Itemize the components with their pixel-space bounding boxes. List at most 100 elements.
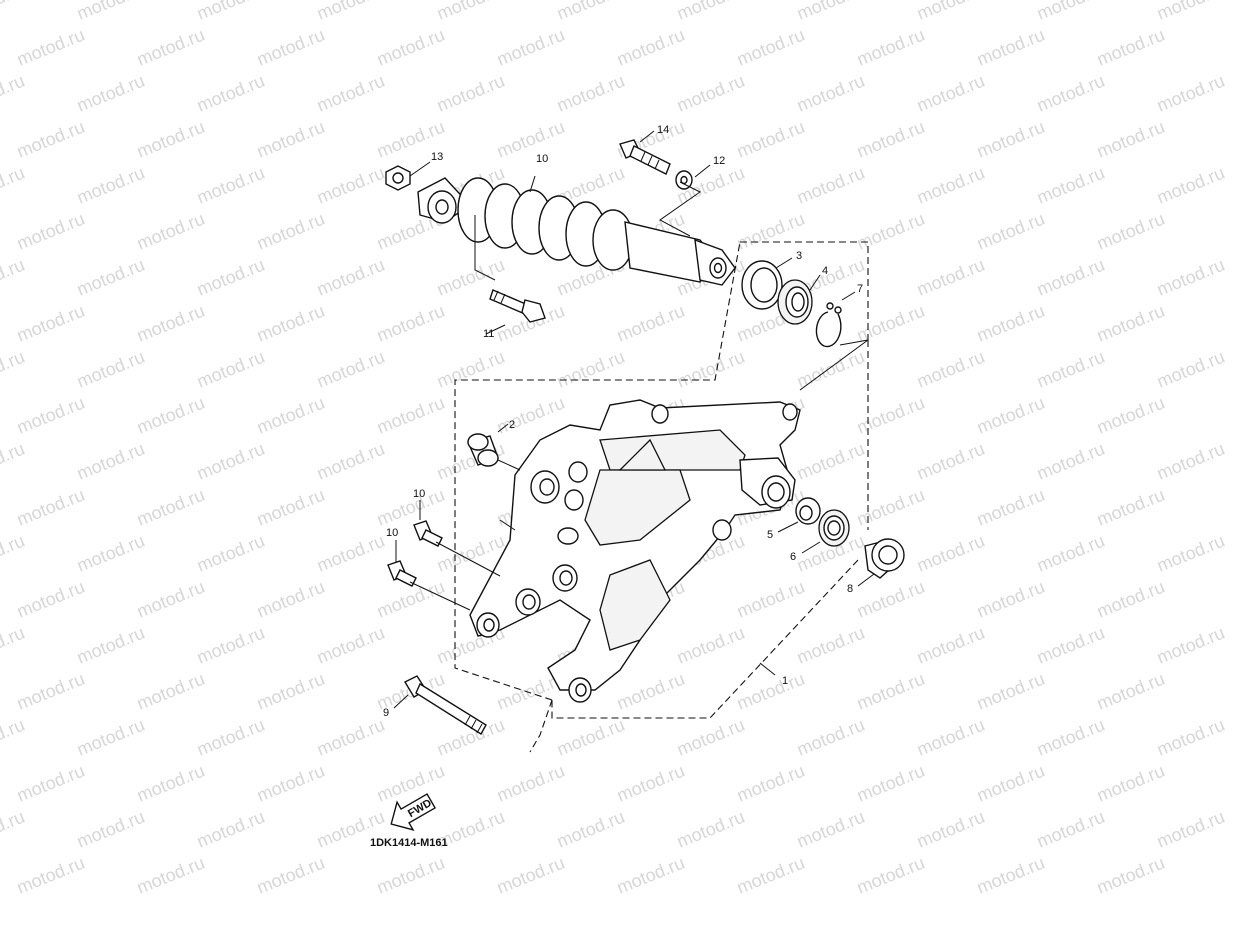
watermark-text: motod.ru (554, 807, 627, 852)
watermark-text: motod.ru (974, 117, 1047, 162)
bolt-10-lower (387, 560, 417, 587)
bolt-10-upper (413, 520, 443, 547)
watermark-text: motod.ru (974, 301, 1047, 346)
watermark-text: motod.ru (914, 715, 987, 760)
watermark-text: motod.ru (554, 715, 627, 760)
callout-10-upper: 10 (413, 488, 425, 500)
watermark-text: motod.ru (974, 25, 1047, 70)
watermark-text: motod.ru (554, 71, 627, 116)
callout-15: 14 (657, 124, 669, 136)
watermark-text: motod.ru (794, 807, 867, 852)
watermark-text: motod.ru (1034, 0, 1107, 24)
watermark-text: motod.ru (1154, 439, 1227, 484)
watermark-text: motod.ru (194, 439, 267, 484)
watermark-text: motod.ru (1034, 715, 1107, 760)
watermark-text: motod.ru (314, 255, 387, 300)
watermark-text: motod.ru (794, 0, 867, 24)
watermark-text: motod.ru (674, 347, 747, 392)
watermark-text: motod.ru (674, 71, 747, 116)
watermark-text: motod.ru (1094, 209, 1167, 254)
watermark-text: motod.ru (794, 71, 867, 116)
watermark-text: motod.ru (0, 439, 27, 484)
watermark-text: motod.ru (1094, 669, 1167, 714)
watermark-text: motod.ru (134, 669, 207, 714)
watermark-text: motod.ru (1034, 71, 1107, 116)
watermark-text: motod.ru (1034, 439, 1107, 484)
watermark-text: motod.ru (854, 761, 927, 806)
watermark-text: motod.ru (0, 0, 27, 24)
watermark-text: motod.ru (854, 577, 927, 622)
watermark-text: motod.ru (1154, 71, 1227, 116)
watermark-text: motod.ru (314, 439, 387, 484)
watermark-text: motod.ru (1094, 761, 1167, 806)
bearing-6 (818, 509, 850, 547)
watermark-text: motod.ru (0, 623, 27, 668)
watermark-text: motod.ru (914, 255, 987, 300)
watermark-text: motod.ru (974, 761, 1047, 806)
watermark-text: motod.ru (614, 761, 687, 806)
watermark-text: motod.ru (434, 71, 507, 116)
watermark-text: motod.ru (254, 209, 327, 254)
watermark-text: motod.ru (14, 853, 87, 898)
watermark-text: motod.ru (734, 25, 807, 70)
watermark-text: motod.ru (854, 301, 927, 346)
watermark-text: motod.ru (1154, 531, 1227, 576)
watermark-text: motod.ru (14, 761, 87, 806)
watermark-text: motod.ru (1034, 623, 1107, 668)
watermark-text: motod.ru (134, 117, 207, 162)
watermark-text: motod.ru (914, 0, 987, 24)
collar-8 (864, 538, 905, 579)
watermark-text: motod.ru (494, 761, 567, 806)
watermark-text: motod.ru (254, 25, 327, 70)
watermark-text: motod.ru (74, 163, 147, 208)
callout-10-lower: 10 (386, 527, 398, 539)
watermark-text: motod.ru (974, 577, 1047, 622)
watermark-text: motod.ru (194, 71, 267, 116)
watermark-text: motod.ru (134, 577, 207, 622)
watermark-text: motod.ru (434, 0, 507, 24)
watermark-text: motod.ru (374, 301, 447, 346)
watermark-text: motod.ru (14, 393, 87, 438)
watermark-text: motod.ru (14, 669, 87, 714)
watermark-text: motod.ru (1094, 301, 1167, 346)
watermark-text: motod.ru (554, 0, 627, 24)
watermark-text: motod.ru (74, 347, 147, 392)
watermark-text: motod.ru (854, 485, 927, 530)
watermark-text: motod.ru (974, 393, 1047, 438)
watermark-text: motod.ru (914, 439, 987, 484)
watermark-text: motod.ru (734, 853, 807, 898)
watermark-text: motod.ru (74, 0, 147, 24)
collar-5 (795, 497, 821, 525)
watermark-text: motod.ru (674, 715, 747, 760)
watermark-text: motod.ru (0, 715, 27, 760)
watermark-text: motod.ru (1034, 163, 1107, 208)
watermark-text: motod.ru (74, 623, 147, 668)
watermark-text: motod.ru (74, 807, 147, 852)
watermark-text: motod.ru (1034, 255, 1107, 300)
callout-14: 13 (431, 151, 443, 163)
watermark-text: motod.ru (134, 761, 207, 806)
watermark-text: motod.ru (1094, 577, 1167, 622)
watermark-text: motod.ru (74, 255, 147, 300)
watermark-text: motod.ru (914, 807, 987, 852)
watermark-text: motod.ru (254, 761, 327, 806)
watermark-text: motod.ru (734, 577, 807, 622)
watermark-text: motod.ru (74, 715, 147, 760)
watermark-text: motod.ru (974, 209, 1047, 254)
watermark-text: motod.ru (0, 807, 27, 852)
washer-13 (675, 170, 693, 190)
callout-8: 8 (847, 583, 853, 595)
circlip-7 (815, 302, 842, 348)
watermark-text: motod.ru (794, 623, 867, 668)
watermark-text: motod.ru (194, 807, 267, 852)
watermark-text: motod.ru (0, 347, 27, 392)
bearing-4 (777, 279, 813, 325)
watermark-text: motod.ru (254, 393, 327, 438)
watermark-text: motod.ru (254, 117, 327, 162)
watermark-text: motod.ru (1094, 117, 1167, 162)
watermark-text: motod.ru (1094, 853, 1167, 898)
watermark-text: motod.ru (1094, 25, 1167, 70)
watermark-text: motod.ru (314, 715, 387, 760)
watermark-text: motod.ru (74, 531, 147, 576)
